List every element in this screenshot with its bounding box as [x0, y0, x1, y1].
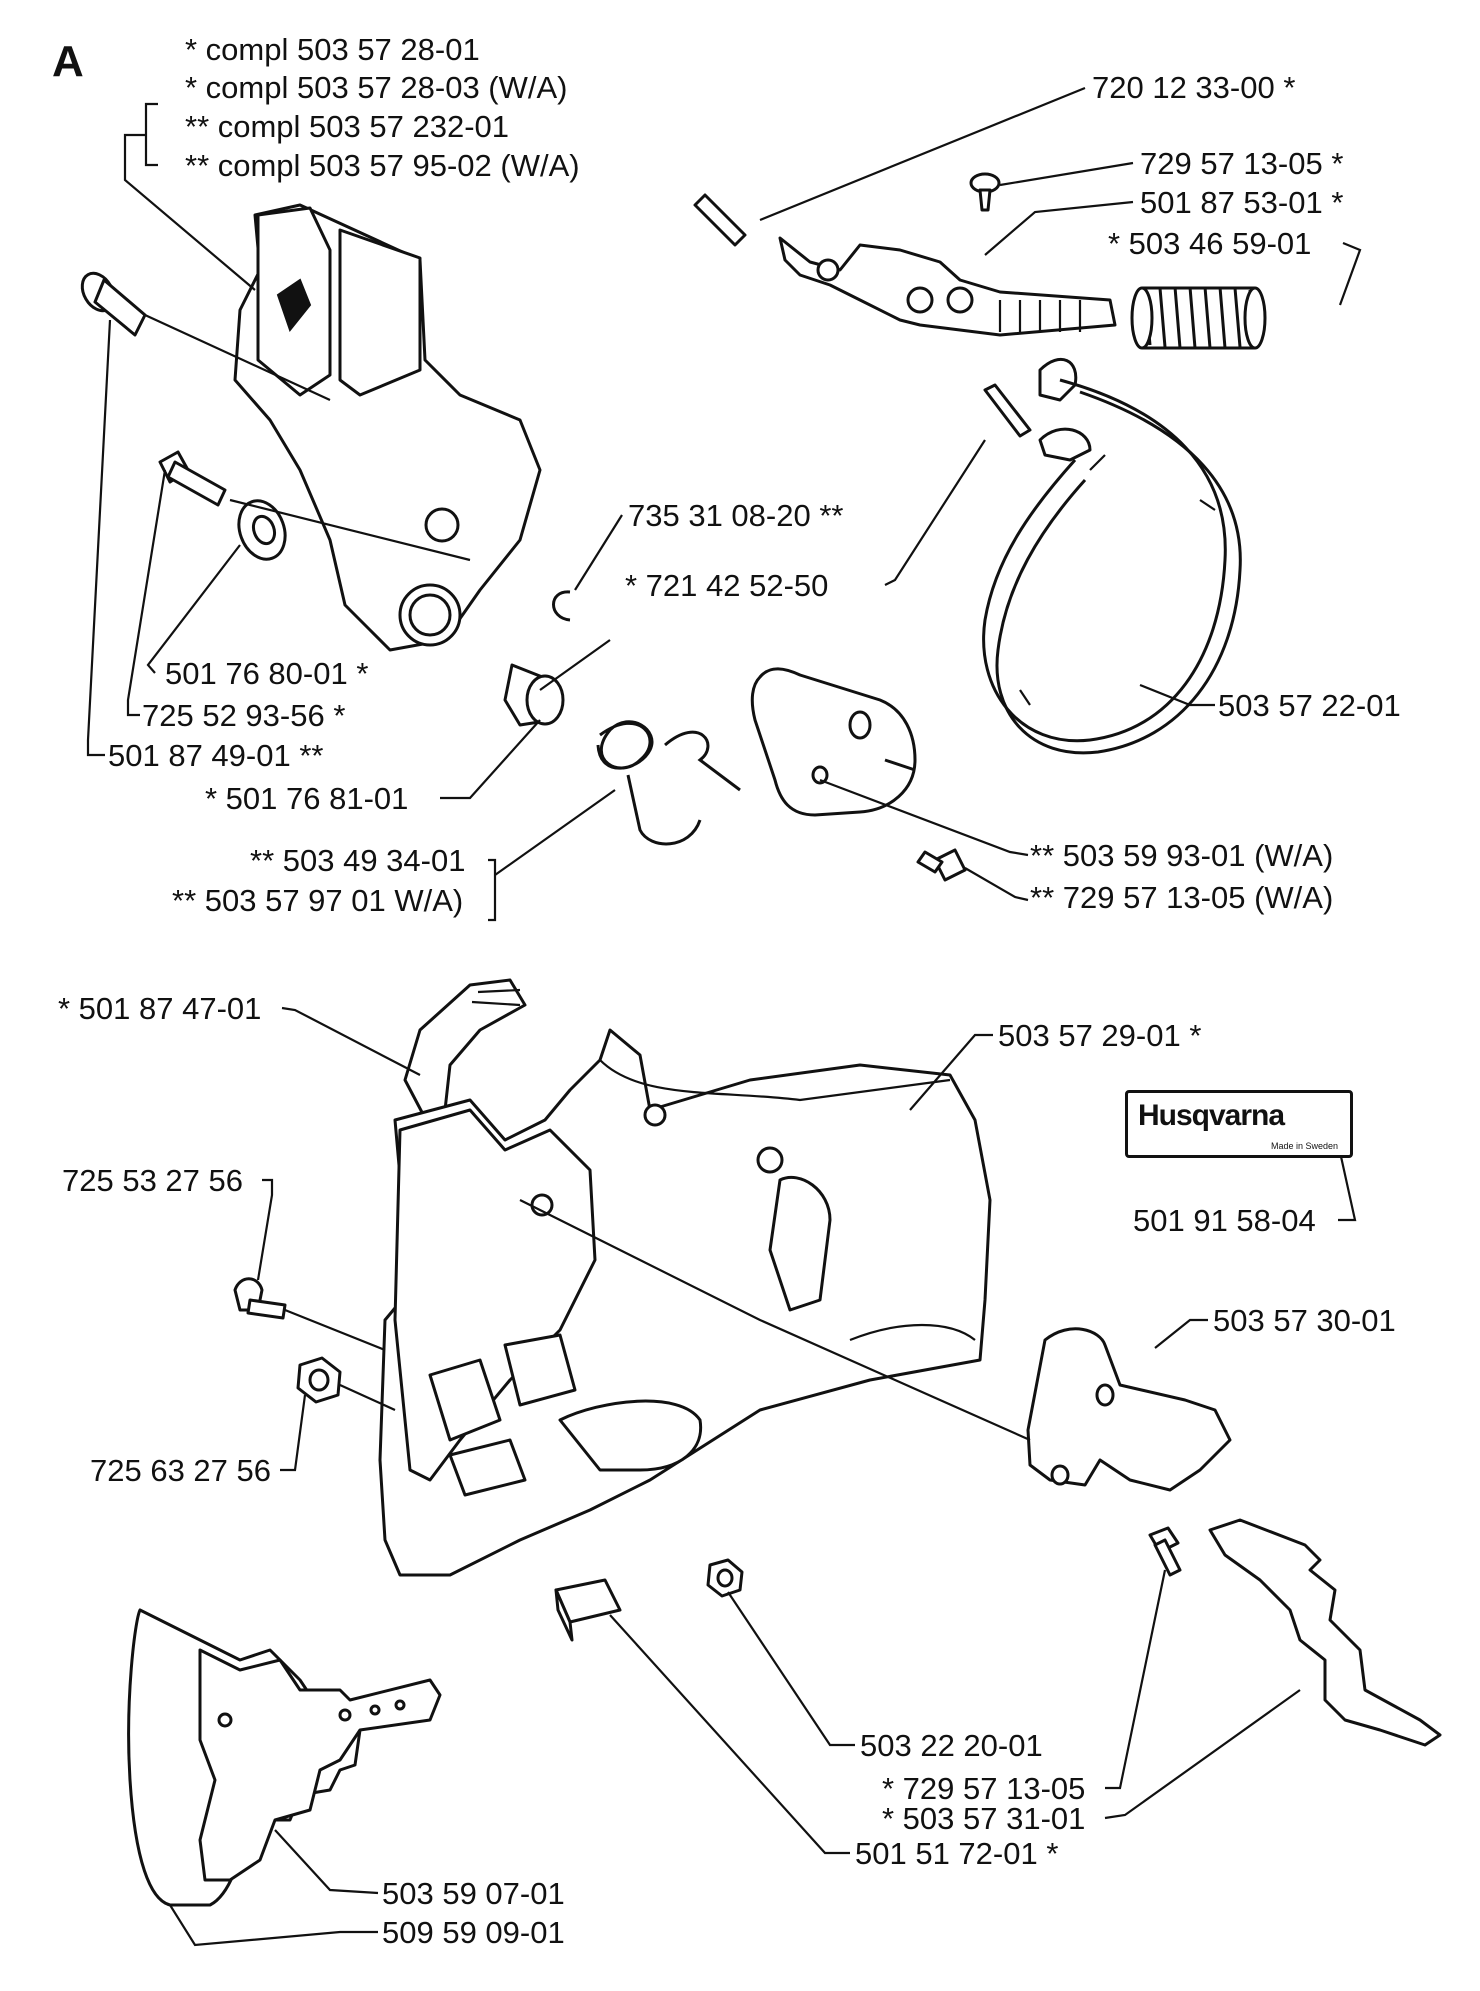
- guide-plate-part: [127, 1608, 442, 1907]
- bolt-part: [80, 271, 147, 337]
- part-label: 501 87 49-01 **: [108, 738, 324, 773]
- part-label: 509 59 09-01: [382, 1915, 565, 1950]
- part-label: 501 91 58-04: [1133, 1203, 1316, 1238]
- cover-nut-part: [296, 1356, 342, 1404]
- part-label: 501 87 53-01 *: [1140, 185, 1344, 220]
- part-label: 501 51 72-01 *: [855, 1836, 1059, 1871]
- part-label: 720 12 33-00 *: [1092, 70, 1296, 105]
- part-label: ** 503 59 93-01 (W/A): [1030, 838, 1334, 873]
- part-label: * 729 57 13-05: [882, 1771, 1086, 1806]
- header-note-3: ** compl 503 57 232-01: [185, 109, 510, 144]
- pin-part: [983, 383, 1032, 438]
- part-label: 725 63 27 56: [90, 1453, 272, 1488]
- part-label: * 503 57 31-01: [882, 1801, 1086, 1836]
- leader-lines: [86, 86, 1362, 1947]
- part-label: 729 57 13-05 *: [1140, 146, 1344, 181]
- coil-spring-part: [1130, 286, 1267, 350]
- part-label: 503 57 22-01: [1218, 688, 1401, 723]
- cover-screw-part: [233, 1277, 287, 1320]
- part-label: 725 52 93-56 *: [142, 698, 346, 733]
- part-label: * 501 76 81-01: [205, 781, 409, 816]
- part-label: 503 57 29-01 *: [998, 1018, 1202, 1053]
- center-nut-part: [706, 1558, 744, 1598]
- washer-part: [237, 499, 287, 561]
- part-label: * 501 87 47-01: [58, 991, 262, 1026]
- chain-guard-part: [1026, 1327, 1232, 1492]
- rubber-pad-part: [554, 1578, 622, 1642]
- clutch-cover-part: [233, 203, 542, 652]
- small-screw-part: [969, 172, 1001, 212]
- section-letter: A: [52, 37, 84, 86]
- part-label: ** 503 57 97 01 W/A): [172, 883, 464, 918]
- part-label: * 721 42 52-50: [625, 568, 829, 603]
- header-note-1: * compl 503 57 28-01: [185, 32, 480, 67]
- header-note-2: * compl 503 57 28-03 (W/A): [185, 70, 568, 105]
- brake-band-part: [982, 357, 1242, 755]
- part-label: 503 59 07-01: [382, 1876, 565, 1911]
- torsion-spring-part: [596, 720, 741, 846]
- screw-part: [158, 450, 227, 507]
- decal-subtext: Made in Sweden: [1270, 1141, 1338, 1151]
- part-label: 503 22 20-01: [860, 1728, 1043, 1763]
- plate-screw-part: [916, 848, 967, 882]
- spring-clip-part: [403, 978, 527, 1120]
- part-label: ** 503 49 34-01: [250, 843, 466, 878]
- part-label: 735 31 08-20 **: [628, 498, 844, 533]
- part-label: ** 729 57 13-05 (W/A): [1030, 880, 1334, 915]
- deflector-plate-part: [1208, 1518, 1442, 1747]
- brake-lever-part: [693, 193, 1117, 337]
- clip-part: [552, 590, 571, 622]
- part-label: 503 57 30-01: [1213, 1303, 1396, 1338]
- decal-brand: Husqvarna: [1138, 1099, 1285, 1132]
- husqvarna-decal: Husqvarna Made in Sweden: [1125, 1090, 1353, 1158]
- part-label: * 503 46 59-01: [1108, 226, 1312, 261]
- bushing-part: [503, 663, 565, 727]
- brake-plate-part: [750, 667, 917, 817]
- guard-screw-part: [1148, 1526, 1182, 1577]
- part-label: 725 53 27 56: [62, 1163, 244, 1198]
- header-note-4: ** compl 503 57 95-02 (W/A): [185, 148, 580, 183]
- part-label: 501 76 80-01 *: [165, 656, 369, 691]
- main-cover-part: [378, 1028, 992, 1577]
